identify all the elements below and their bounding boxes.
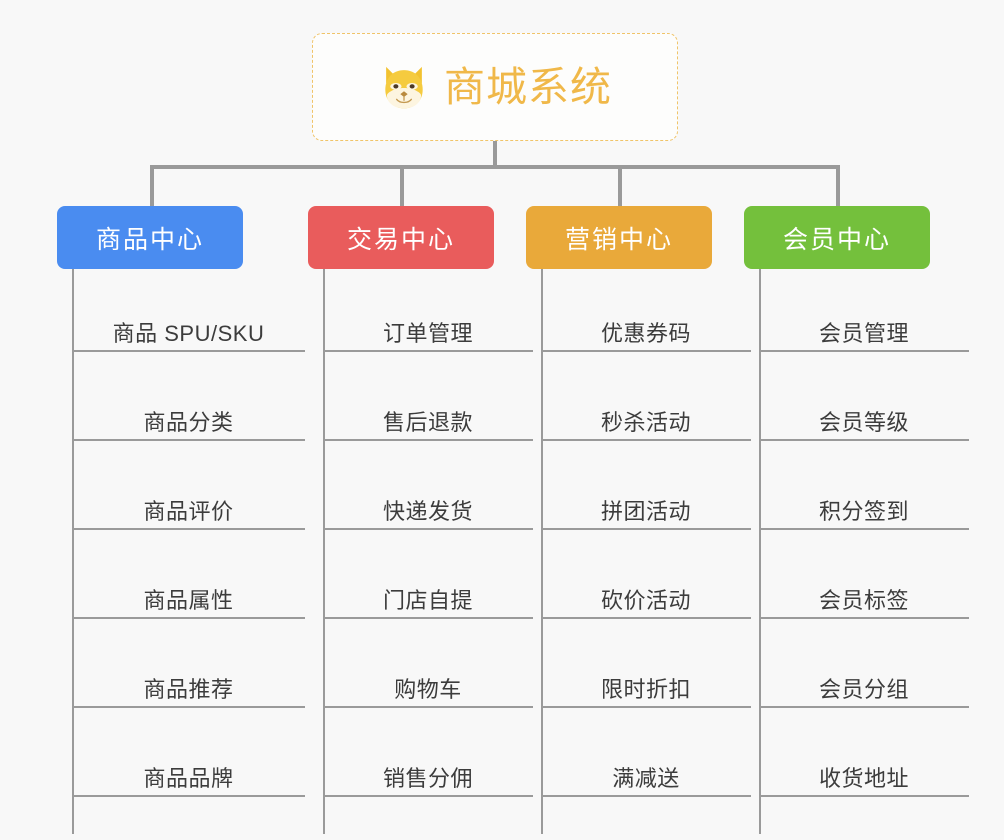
root-title: 商城系统 [444, 63, 612, 110]
branch-items-2: 订单管理 售后退款 快递发货 门店自提 购物车 销售分佣 [308, 269, 533, 797]
leaf-label: 购物车 [394, 676, 462, 702]
leaf-label: 积分签到 [818, 498, 909, 524]
leaf-label: 商品 SPU/SKU [112, 320, 265, 346]
leaf-label: 会员等级 [818, 409, 909, 435]
leaf-label: 商品评价 [143, 498, 234, 524]
leaf-label: 限时折扣 [600, 676, 691, 702]
connector-horizontal-bus [150, 165, 840, 169]
leaf-item[interactable]: 限时折扣 [541, 619, 751, 708]
leaf-item[interactable]: 购物车 [323, 619, 533, 708]
leaf-label: 商品分类 [143, 409, 234, 435]
leaf-label: 砍价活动 [600, 587, 691, 613]
branch-trade-center: 交易中心 订单管理 售后退款 快递发货 门店自提 购物车 销售分佣 [308, 206, 533, 834]
leaf-item[interactable]: 销售分佣 [323, 708, 533, 797]
branch-items-4: 会员管理 会员等级 积分签到 会员标签 会员分组 收货地址 [744, 269, 969, 797]
connector-drop-2 [400, 165, 404, 206]
leaf-label: 收货地址 [818, 765, 909, 791]
branch-header-2[interactable]: 交易中心 [308, 206, 494, 269]
leaf-item[interactable]: 门店自提 [323, 530, 533, 619]
leaf-item[interactable]: 会员管理 [759, 269, 969, 352]
leaf-item[interactable]: 秒杀活动 [541, 352, 751, 441]
connector-drop-4 [836, 165, 840, 206]
leaf-item[interactable]: 满减送 [541, 708, 751, 797]
leaf-item[interactable]: 砍价活动 [541, 530, 751, 619]
branch-header-3[interactable]: 营销中心 [526, 206, 712, 269]
leaf-label: 商品属性 [143, 587, 234, 613]
leaf-item[interactable]: 积分签到 [759, 441, 969, 530]
leaf-item[interactable]: 商品 SPU/SKU [72, 269, 305, 352]
branch-trunk-3 [541, 269, 543, 834]
leaf-label: 优惠券码 [600, 320, 691, 346]
branch-items-1: 商品 SPU/SKU 商品分类 商品评价 商品属性 商品推荐 商品品牌 [57, 269, 305, 797]
leaf-label: 秒杀活动 [600, 409, 691, 435]
leaf-label: 门店自提 [382, 587, 473, 613]
leaf-label: 拼团活动 [600, 498, 691, 524]
connector-drop-3 [618, 165, 622, 206]
connector-drop-1 [150, 165, 154, 206]
branch-product-center: 商品中心 商品 SPU/SKU 商品分类 商品评价 商品属性 商品推荐 商品品牌 [57, 206, 305, 834]
leaf-item[interactable]: 收货地址 [759, 708, 969, 797]
leaf-label: 售后退款 [382, 409, 473, 435]
root-node[interactable]: 商城系统 [312, 33, 678, 141]
branch-marketing-center: 营销中心 优惠券码 秒杀活动 拼团活动 砍价活动 限时折扣 满减送 [526, 206, 751, 834]
branch-trunk-4 [759, 269, 761, 834]
leaf-label: 快递发货 [382, 498, 473, 524]
branch-member-center: 会员中心 会员管理 会员等级 积分签到 会员标签 会员分组 收货地址 [744, 206, 969, 834]
leaf-item[interactable]: 拼团活动 [541, 441, 751, 530]
leaf-item[interactable]: 优惠券码 [541, 269, 751, 352]
leaf-label: 商品品牌 [143, 765, 234, 791]
leaf-item[interactable]: 商品品牌 [72, 708, 305, 797]
leaf-item[interactable]: 商品评价 [72, 441, 305, 530]
shiba-dog-face-icon [385, 66, 423, 109]
connector-root-stem [493, 141, 497, 168]
branch-header-1[interactable]: 商品中心 [57, 206, 243, 269]
leaf-item[interactable]: 售后退款 [323, 352, 533, 441]
leaf-label: 会员标签 [818, 587, 909, 613]
leaf-item[interactable]: 商品分类 [72, 352, 305, 441]
leaf-label: 满减送 [612, 765, 680, 791]
leaf-label: 会员管理 [818, 320, 909, 346]
leaf-item[interactable]: 商品属性 [72, 530, 305, 619]
branch-trunk-1 [72, 269, 74, 834]
leaf-label: 商品推荐 [143, 676, 234, 702]
leaf-label: 订单管理 [382, 320, 473, 346]
branch-trunk-2 [323, 269, 325, 834]
leaf-item[interactable]: 会员标签 [759, 530, 969, 619]
leaf-label: 会员分组 [818, 676, 909, 702]
leaf-item[interactable]: 会员分组 [759, 619, 969, 708]
leaf-item[interactable]: 商品推荐 [72, 619, 305, 708]
leaf-item[interactable]: 订单管理 [323, 269, 533, 352]
branch-items-3: 优惠券码 秒杀活动 拼团活动 砍价活动 限时折扣 满减送 [526, 269, 751, 797]
branch-header-4[interactable]: 会员中心 [744, 206, 930, 269]
leaf-item[interactable]: 会员等级 [759, 352, 969, 441]
leaf-label: 销售分佣 [382, 765, 473, 791]
leaf-item[interactable]: 快递发货 [323, 441, 533, 530]
